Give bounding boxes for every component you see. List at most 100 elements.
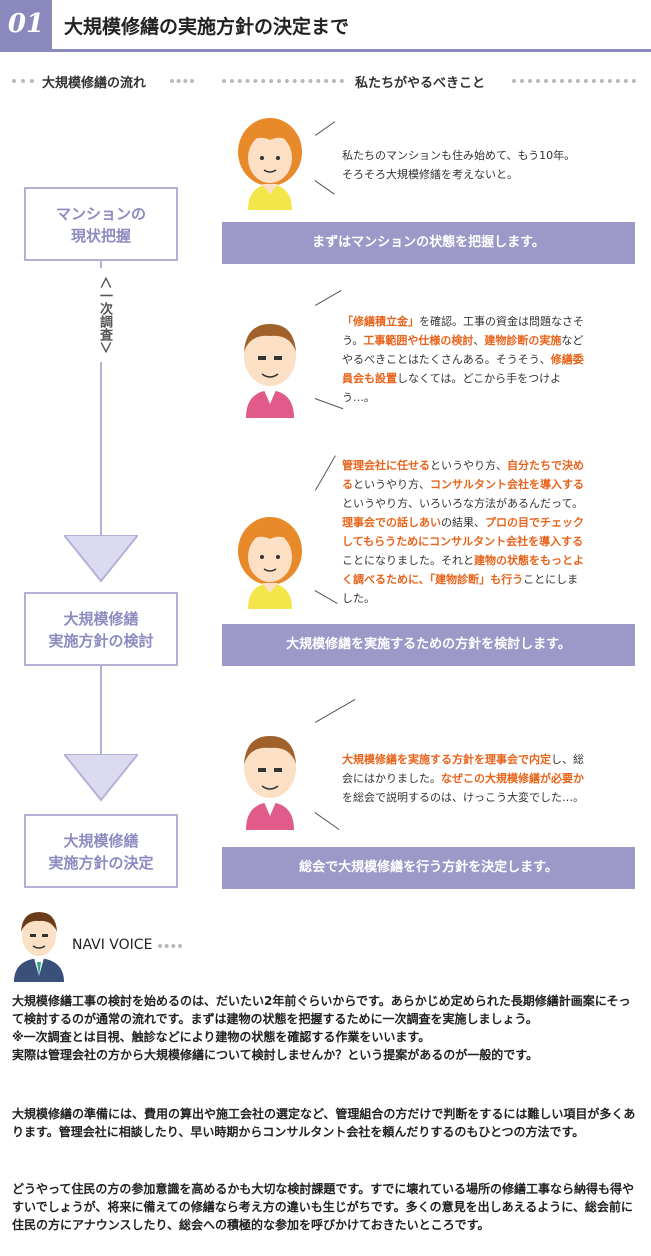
flow-step-status: マンションの 現状把握 (24, 187, 178, 261)
flow-step-review-line1: 大規模修繕 (26, 608, 176, 630)
speech-line-2b (315, 398, 344, 409)
speech-text: ことにしま (523, 573, 578, 586)
section-header: 01 大規模修繕の実施方針の決定まで (0, 0, 651, 52)
resident-man-avatar-2 (232, 728, 308, 830)
speech-line-4b (314, 812, 339, 830)
highlighted-text: る (342, 478, 353, 491)
highlighted-text: してもらうためにコンサルタント会社を導入する (342, 535, 583, 548)
highlighted-text: 工事範囲や仕様の検討 (363, 334, 473, 347)
navi-paragraph-2: 大規模修繕の準備には、費用の算出や施工会社の選定など、管理組合の方だけで判断をす… (12, 1105, 637, 1141)
right-column-heading: 私たちがやるべきこと (355, 72, 485, 91)
speech-d3-line-5: してもらうためにコンサルタント会社を導入する (342, 532, 637, 551)
speech-text: を総会で説明するのは、けっこう大変でした…。 (342, 791, 584, 804)
speech-text: う…。 (342, 391, 375, 404)
speech-line-2a (315, 290, 341, 306)
speech-d3-line-4: 理事会での話しあいの結果、プロの目でチェック (342, 513, 637, 532)
action-bar-2: 大規模修繕を実施するための方針を検討します。 (222, 624, 635, 666)
left-heading-dots-left (12, 79, 34, 83)
navi-paragraph-1-extra: 実際は管理会社の方から大規模修繕について検討しませんか？という提案があるのが一般… (12, 1046, 637, 1064)
flow-step-review-line2: 実施方針の検討 (26, 630, 176, 652)
speech-text: う。 (342, 334, 363, 347)
speech-text: など (561, 334, 583, 347)
left-column-heading: 大規模修繕の流れ (42, 72, 146, 91)
highlighted-text: 建物の状態をもっとよ (474, 554, 584, 567)
speech-text: を確認。工事の資金は問題なさそ (419, 315, 584, 328)
speech-text: 会にはかりました。 (342, 772, 441, 785)
highlighted-text: 「修繕積立金」 (342, 315, 419, 328)
highlighted-text: 理事会での話しあい (342, 516, 441, 529)
navi-voice-heading: NAVI VOICE (72, 937, 152, 953)
speech-1-line-2: そろそろ大規模修繕を考えないと。 (342, 165, 632, 184)
speech-d4-line-3: を総会で説明するのは、けっこう大変でした…。 (342, 788, 637, 807)
first-survey-label: ＜一次調査＞ (90, 268, 112, 362)
flow-step-status-line2: 現状把握 (26, 225, 176, 247)
highlighted-text: 自分たちで決め (507, 459, 584, 472)
highlighted-text: 修繕委 (551, 353, 584, 366)
speech-line-3b (315, 590, 338, 604)
speech-d3-line-2: るというやり方、コンサルタント会社を導入する (342, 475, 637, 494)
speech-resident-1: 私たちのマンションも住み始めて、もう10年。 そろそろ大規模修繕を考えないと。 (342, 146, 632, 184)
speech-d2-line-5: う…。 (342, 388, 632, 407)
speech-d3-line-3: というやり方、いろいろな方法があるんだって。 (342, 494, 637, 513)
flow-step-decision: 大規模修繕 実施方針の決定 (24, 814, 178, 888)
navi-voice-dots (158, 944, 182, 948)
speech-text: というやり方、いろいろな方法があるんだって。 (342, 497, 583, 510)
speech-text: した。 (342, 592, 375, 605)
speech-text: 、 (473, 334, 484, 347)
speech-text: というやり方、 (353, 478, 430, 491)
action-bar-1: まずはマンションの状態を把握します。 (222, 222, 635, 264)
speech-d3-line-1: 管理会社に任せるというやり方、自分たちで決め (342, 456, 637, 475)
flow-step-status-line1: マンションの (26, 203, 176, 225)
highlighted-text: く調べるために、「建物診断」も行う (342, 573, 523, 586)
highlighted-text: 管理会社に任せる (342, 459, 430, 472)
navi-paragraph-1: 大規模修繕工事の検討を始めるのは、だいたい2年前ぐらいからです。あらかじめ定めら… (12, 992, 637, 1064)
highlighted-text: コンサルタント会社を導入する (430, 478, 584, 491)
flow-step-decision-line1: 大規模修繕 (26, 830, 176, 852)
flow-arrow-2 (64, 754, 138, 802)
speech-d2-line-2: う。工事範囲や仕様の検討、建物診断の実施など (342, 331, 632, 350)
speech-text: の結果、 (441, 516, 485, 529)
speech-d3-line-7: く調べるために、「建物診断」も行うことにしま (342, 570, 637, 589)
speech-line-3a (315, 455, 336, 490)
highlighted-text: なぜこの大規模修繕が必要か (441, 772, 584, 785)
flow-connector-2 (100, 666, 102, 756)
right-heading-dots-right (512, 79, 636, 83)
section-number: 01 (0, 0, 52, 49)
speech-text: やるべきことはたくさんある。そうそう、 (342, 353, 551, 366)
left-heading-dots-right (170, 79, 194, 83)
speech-d2-line-1: 「修繕積立金」を確認。工事の資金は問題なさそ (342, 312, 632, 331)
speech-resident-3: 管理会社に任せるというやり方、自分たちで決めるというやり方、コンサルタント会社を… (342, 456, 637, 608)
section-title: 大規模修繕の実施方針の決定まで (64, 12, 349, 39)
speech-text: しなくては。どこから手をつけよ (397, 372, 561, 385)
speech-resident-2: 「修繕積立金」を確認。工事の資金は問題なさそう。工事範囲や仕様の検討、建物診断の… (342, 312, 632, 407)
navigator-avatar (12, 906, 66, 982)
flow-step-review: 大規模修繕 実施方針の検討 (24, 592, 178, 666)
navi-paragraph-1-text: 大規模修繕工事の検討を始めるのは、だいたい2年前ぐらいからです。あらかじめ定めら… (12, 992, 637, 1028)
speech-d2-line-3: やるべきことはたくさんある。そうそう、修繕委 (342, 350, 632, 369)
speech-resident-4: 大規模修繕を実施する方針を理事会で内定し、総会にはかりました。なぜこの大規模修繕… (342, 750, 637, 807)
speech-line-1a (315, 121, 335, 136)
speech-d3-line-6: ことになりました。それと建物の状態をもっとよ (342, 551, 637, 570)
speech-line-1b (314, 180, 334, 195)
navi-paragraph-1-note: ※一次調査とは目視、触診などにより建物の状態を確認する作業をいいます。 (12, 1028, 637, 1046)
speech-text: し、総 (551, 753, 584, 766)
right-heading-dots-left (222, 79, 344, 83)
speech-d4-line-1: 大規模修繕を実施する方針を理事会で内定し、総 (342, 750, 637, 769)
speech-d3-line-8: した。 (342, 589, 637, 608)
highlighted-text: 大規模修繕を実施する方針を理事会で内定 (342, 753, 551, 766)
flow-arrow-1 (64, 535, 138, 583)
resident-man-avatar-1 (232, 316, 308, 418)
highlighted-text: 員会も設置 (342, 372, 397, 385)
navi-paragraph-3: どうやって住民の方の参加意識を高めるかも大切な検討課題です。すでに壊れている場所… (12, 1180, 637, 1234)
highlighted-text: プロの目でチェック (485, 516, 584, 529)
speech-d2-line-4: 員会も設置しなくては。どこから手をつけよ (342, 369, 632, 388)
speech-1-line-1: 私たちのマンションも住み始めて、もう10年。 (342, 146, 632, 165)
flow-step-decision-line2: 実施方針の決定 (26, 852, 176, 874)
resident-woman-avatar-2 (232, 512, 308, 610)
speech-text: というやり方、 (430, 459, 507, 472)
speech-text: ことになりました。それと (342, 554, 474, 567)
action-bar-3: 総会で大規模修繕を行う方針を決定します。 (222, 847, 635, 889)
speech-line-4a (315, 699, 355, 723)
speech-d4-line-2: 会にはかりました。なぜこの大規模修繕が必要か (342, 769, 637, 788)
highlighted-text: 建物診断の実施 (484, 334, 561, 347)
